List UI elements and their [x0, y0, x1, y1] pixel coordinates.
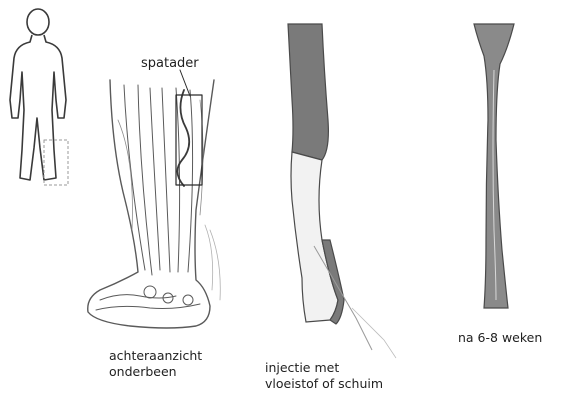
ankle-bone	[144, 286, 156, 298]
caption-leg-line-2: onderbeen	[109, 364, 202, 380]
caption-injection: injectie met vloeistof of schuim	[265, 360, 383, 392]
caption-injection-line-2: vloeistof of schuim	[265, 376, 383, 392]
silhouette-head	[27, 9, 49, 35]
caption-leg: achteraanzicht onderbeen	[109, 348, 202, 380]
silhouette-body	[10, 35, 66, 180]
injected-vein-dark-section	[288, 24, 328, 160]
caption-after: na 6-8 weken	[458, 330, 542, 346]
leg-muscle-line-4	[162, 88, 170, 272]
foot-bone-line-1	[100, 295, 176, 300]
caption-leg-line-1: achteraanzicht	[109, 348, 202, 364]
shrunken-vein-shape	[474, 24, 514, 308]
child-silhouette	[10, 9, 68, 185]
leg-sketch-line-1	[118, 120, 132, 230]
leg-muscle-line-2	[138, 85, 152, 275]
leg-outline	[88, 80, 214, 328]
heel-bone	[183, 295, 193, 305]
injected-vein	[288, 24, 396, 358]
faint-sketch-2	[210, 230, 220, 300]
leg-muscle-line-6	[188, 90, 193, 272]
lower-leg-drawing	[88, 70, 221, 328]
varicose-pointer	[180, 70, 190, 96]
caption-injection-line-1: injectie met	[265, 360, 383, 376]
leg-muscle-line-3	[150, 88, 160, 270]
injected-vein-foam-section	[291, 152, 338, 322]
shrunken-vein	[474, 24, 514, 308]
foot-bone-line-2	[96, 304, 200, 310]
syringe-sketch	[352, 308, 396, 358]
varicose-vein-label: spatader	[141, 56, 199, 72]
